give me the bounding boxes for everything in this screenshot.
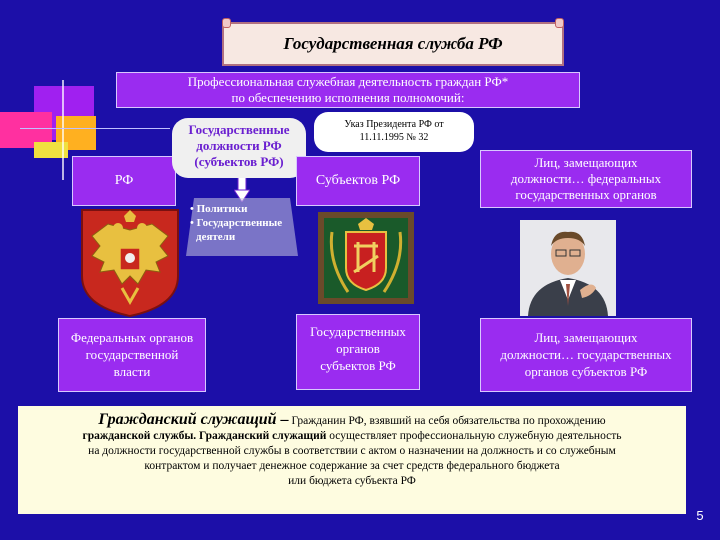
decree-note: Указ Президента РФ от 11.11.1995 № 32: [314, 112, 474, 152]
russian-coat-of-arms-icon: [81, 209, 179, 318]
definition-line-2-bold: гражданской службы. Гражданский служащий: [82, 430, 327, 442]
federal-organs-box: Федеральных органов государственной влас…: [58, 318, 206, 392]
official-portrait-icon: [520, 220, 616, 316]
civil-servant-definition: Гражданский служащий – Гражданин РФ, взя…: [18, 406, 686, 514]
decree-line-1: Указ Президента РФ от: [344, 119, 444, 130]
state-positions-bubble: Государственные должности РФ (субъектов …: [172, 118, 306, 178]
header-line-2: по обеспечению исполнения полномочий:: [231, 90, 465, 105]
federal-organs-line-2: государственной: [85, 347, 179, 362]
scroll-curl-icon: [555, 18, 564, 28]
politics-item-2: • Государственные: [190, 217, 283, 229]
down-arrow-icon: [234, 176, 250, 202]
header-box: Профессиональная служебная деятельность …: [116, 72, 580, 108]
decor-line-horizontal: [20, 128, 170, 129]
federal-officials-line-3: государственных органов: [515, 187, 657, 202]
page-title-text: Государственная служба РФ: [283, 34, 503, 53]
definition-line-3: на должности государственной службы в со…: [88, 445, 616, 457]
rf-box: РФ: [72, 156, 176, 206]
subject-organs-line-2: органов: [336, 341, 380, 356]
decor-square-yellow: [34, 142, 68, 158]
definition-intro: Гражданин РФ, взявший на себя обязательс…: [288, 415, 606, 427]
bubble-line-3: (субъектов РФ): [194, 154, 284, 169]
subject-organs-line-1: Государственных: [310, 324, 406, 339]
bubble-line-2: должности РФ: [196, 138, 282, 153]
federal-organs-line-3: власти: [113, 364, 151, 379]
federal-organs-line-1: Федеральных органов: [70, 330, 194, 345]
federal-officials-line-1: Лиц, замещающих: [534, 155, 638, 170]
decree-line-2: 11.11.1995 № 32: [359, 132, 429, 143]
bubble-line-1: Государственные: [188, 122, 290, 137]
subject-organs-line-3: субъектов РФ: [320, 358, 396, 373]
politics-item-1: • Политики: [190, 203, 248, 215]
rf-label: РФ: [114, 173, 134, 188]
subject-officials-box: Лиц, замещающих должности… государственн…: [480, 318, 692, 392]
definition-line-2-rest: осуществляет профессиональную служебную …: [326, 430, 622, 442]
federal-officials-line-2: должности… федеральных: [510, 171, 662, 186]
subjects-label: Субъектов РФ: [315, 173, 401, 188]
page-title: Государственная служба РФ: [222, 18, 564, 66]
definition-term: Гражданский служащий –: [98, 411, 289, 428]
subject-organs-box: Государственных органов субъектов РФ: [296, 314, 420, 390]
definition-line-2: гражданской службы. Гражданский служащий…: [24, 429, 680, 444]
subjects-box: Субъектов РФ: [296, 156, 420, 206]
definition-line-4: контрактом и получает денежное содержани…: [144, 460, 560, 472]
subject-officials-line-2: должности… государственных: [500, 347, 672, 362]
header-line-1: Профессиональная служебная деятельность …: [187, 74, 509, 89]
federal-officials-box: Лиц, замещающих должности… федеральных г…: [480, 150, 692, 208]
decor-line-vertical: [62, 80, 64, 180]
page-number: 5: [696, 508, 704, 523]
subject-officials-line-3: органов субъектов РФ: [524, 364, 648, 379]
definition-line-5: или бюджета субъекта РФ: [288, 475, 416, 487]
definition-line-1: Гражданский служащий – Гражданин РФ, взя…: [24, 412, 680, 429]
trapezoid-shape: [186, 198, 298, 256]
scroll-curl-icon: [222, 18, 231, 28]
politics-callout: • Политики • Государственные деятели: [186, 198, 298, 256]
subject-officials-line-1: Лиц, замещающих: [534, 330, 638, 345]
politics-item-3: деятели: [196, 231, 236, 243]
regional-coat-of-arms-frame-icon: [318, 212, 414, 304]
